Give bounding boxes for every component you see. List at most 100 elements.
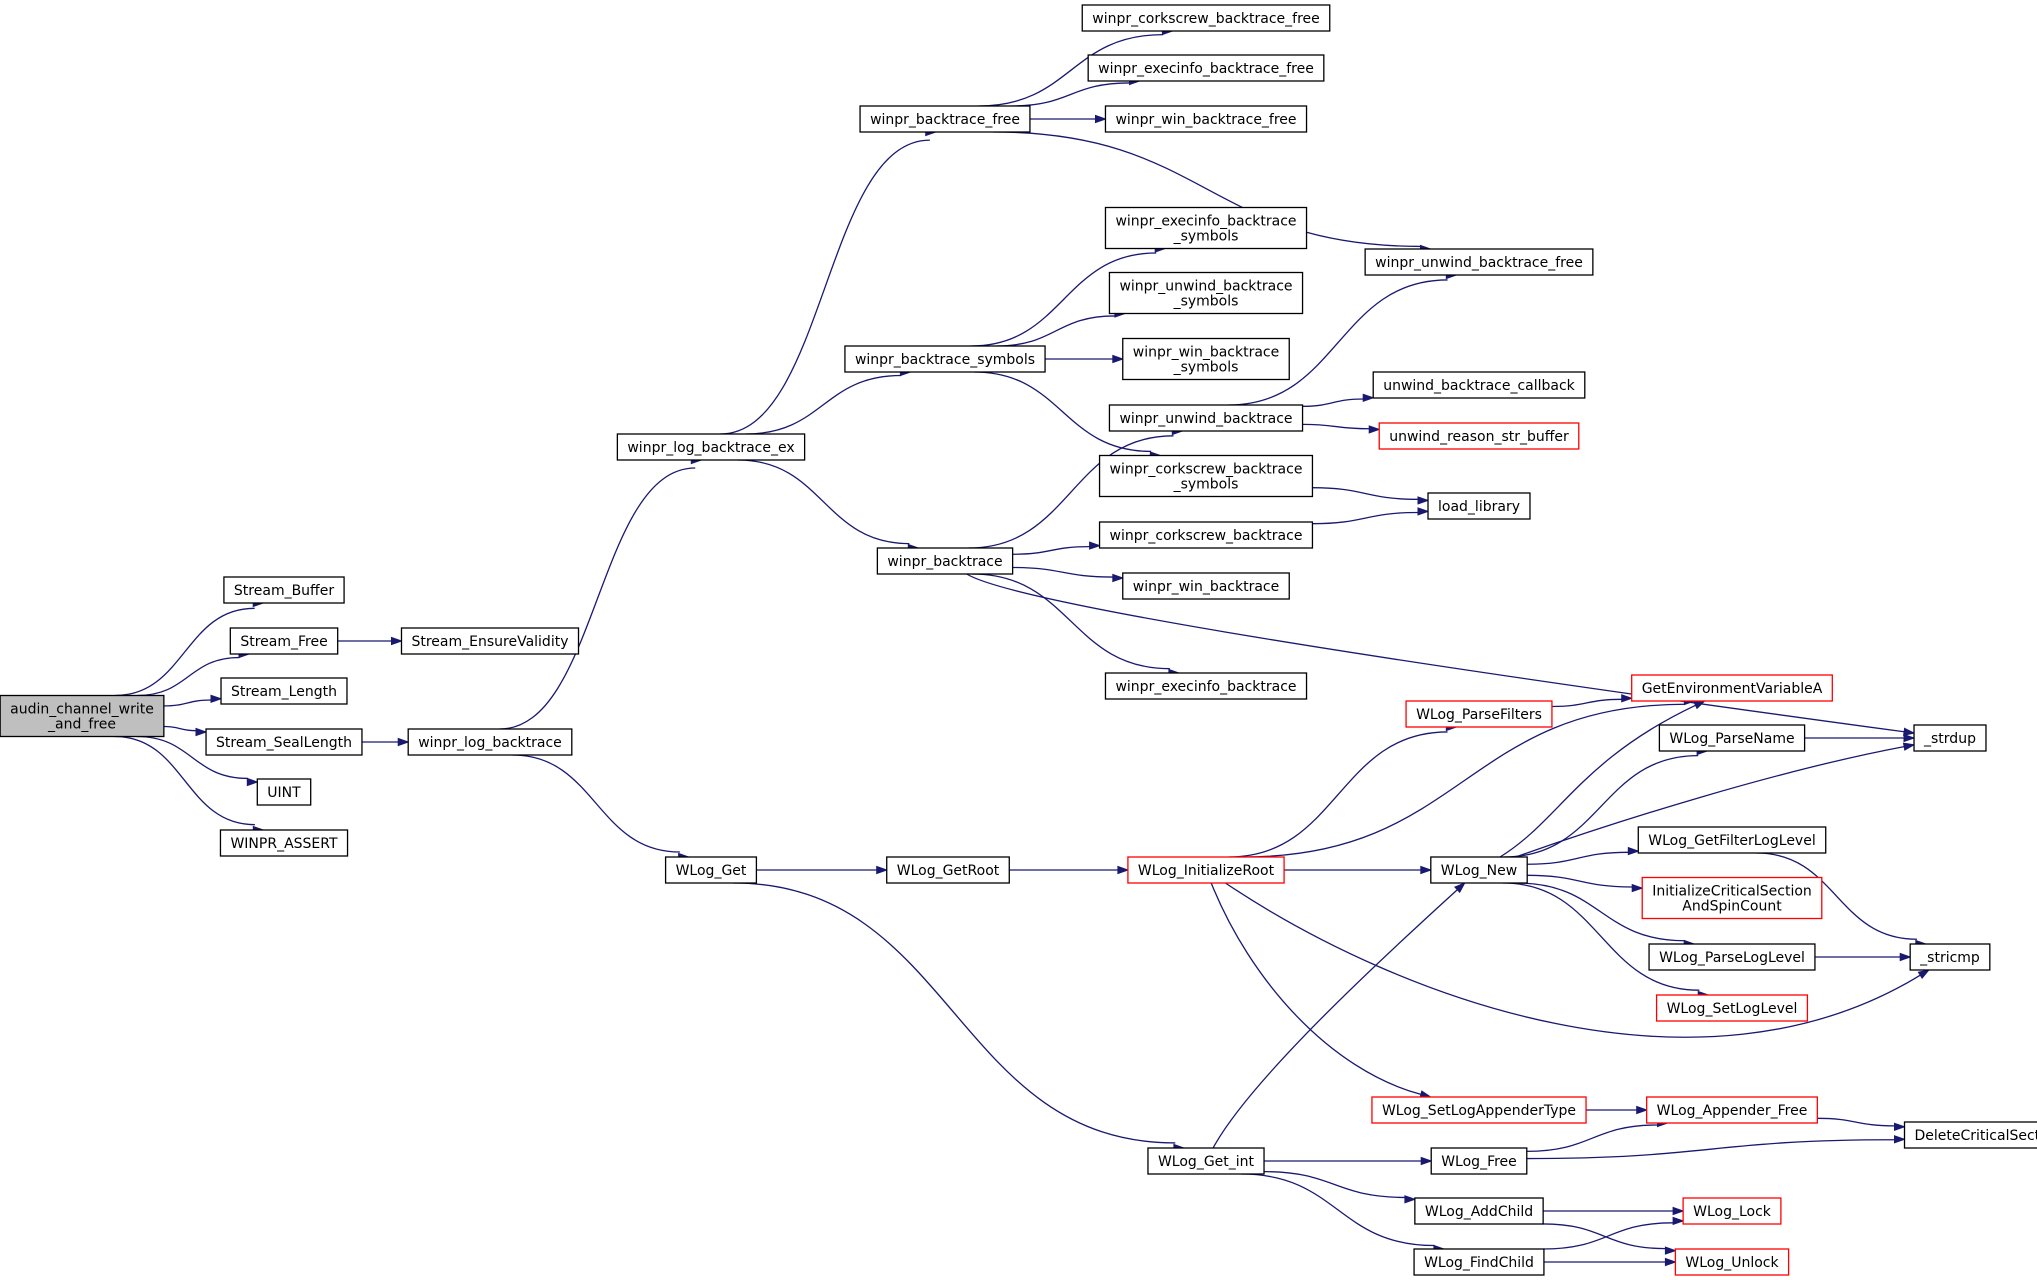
node-label: WLog_Get <box>676 863 747 879</box>
node-getenv[interactable]: GetEnvironmentVariableA <box>1631 674 1833 702</box>
edge-line <box>137 656 240 697</box>
node-label: unwind_backtrace_callback <box>1383 378 1575 394</box>
node-unwind-free[interactable]: winpr_unwind_backtrace_free <box>1364 248 1594 276</box>
node-bt-symbols[interactable]: winpr_backtrace_symbols <box>844 345 1046 373</box>
node-wlog-new[interactable]: WLog_New <box>1430 856 1528 884</box>
node-wlog-findchild[interactable]: WLog_FindChild <box>1413 1248 1545 1276</box>
arrowhead <box>1894 1135 1907 1144</box>
node-wlog-getfilter[interactable]: WLog_GetFilterLogLevel <box>1637 826 1827 854</box>
node-unwind-cb[interactable]: unwind_backtrace_callback <box>1372 371 1586 399</box>
node-label: Stream_Buffer <box>234 583 334 599</box>
node-exec-bt[interactable]: winpr_execinfo_backtrace <box>1104 672 1308 700</box>
node-wlog-setappender[interactable]: WLog_SetLogAppenderType <box>1371 1096 1587 1124</box>
node-label: winpr_execinfo_backtrace_free <box>1098 61 1314 77</box>
edge-line <box>1817 1117 1895 1127</box>
node-cork-bt[interactable]: winpr_corkscrew_backtrace <box>1098 521 1314 549</box>
edge-bt-free-to-exec-free <box>1011 76 1142 107</box>
node-label: Stream_EnsureValidity <box>411 634 568 650</box>
node-wlog-addchild[interactable]: WLog_AddChild <box>1414 1197 1544 1225</box>
node-unwind-reason[interactable]: unwind_reason_str_buffer <box>1378 422 1580 450</box>
node-unwind-sym[interactable]: winpr_unwind_backtrace_symbols <box>1108 271 1304 315</box>
node-wlog-get[interactable]: WLog_Get <box>664 856 758 884</box>
node-stricmp[interactable]: _stricmp <box>1909 943 1991 971</box>
node-label: winpr_backtrace_free <box>870 112 1020 128</box>
node-wlog-initroot[interactable]: WLog_InitializeRoot <box>1127 856 1285 884</box>
node-label: winpr_corkscrew_backtrace <box>1110 528 1303 544</box>
arrowhead <box>1417 496 1430 505</box>
node-uint[interactable]: UINT <box>256 778 312 806</box>
node-log-bt[interactable]: winpr_log_backtrace <box>407 728 573 756</box>
node-winpr-assert[interactable]: WINPR_ASSERT <box>219 829 349 857</box>
node-bt[interactable]: winpr_backtrace <box>876 547 1014 575</box>
edge-line <box>1515 745 1905 858</box>
edge-wlog-addchild-to-wlog-lock <box>1543 1206 1685 1216</box>
node-cork-free[interactable]: winpr_corkscrew_backtrace_free <box>1081 4 1331 32</box>
arrowhead <box>1631 883 1644 893</box>
node-label: _stricmp <box>1919 950 1980 966</box>
node-label: WLog_SetLogLevel <box>1667 1001 1798 1017</box>
arrowhead <box>210 694 223 704</box>
node-box <box>1631 674 1833 702</box>
edge-line <box>972 573 1170 670</box>
node-strdup[interactable]: _strdup <box>1913 724 1987 752</box>
node-label: load_library <box>1438 499 1520 515</box>
node-label: AndSpinCount <box>1682 899 1782 915</box>
node-wlog-parsename[interactable]: WLog_ParseName <box>1658 724 1806 752</box>
arrowhead <box>1903 727 1916 736</box>
node-box <box>1655 994 1809 1022</box>
edge-line <box>1526 1139 1895 1160</box>
edge-line <box>136 735 248 780</box>
node-label: winpr_backtrace_symbols <box>855 352 1035 368</box>
node-cork-sym[interactable]: winpr_corkscrew_backtrace_symbols <box>1098 454 1314 498</box>
edge-line <box>499 467 696 730</box>
node-stream-ensure[interactable]: Stream_EnsureValidity <box>400 627 580 655</box>
node-box <box>1378 422 1580 450</box>
node-win-free[interactable]: winpr_win_backtrace_free <box>1104 105 1308 133</box>
edge-stream-free-to-stream-ensure <box>337 636 404 646</box>
node-win-sym[interactable]: winpr_win_backtrace_symbols <box>1122 337 1290 381</box>
node-label: Stream_Length <box>231 684 337 700</box>
node-bt-free[interactable]: winpr_backtrace_free <box>859 105 1031 133</box>
node-box <box>1903 1121 2037 1149</box>
edge-wlog-new-to-strdup <box>1515 742 1916 858</box>
node-wlog-setloglevel[interactable]: WLog_SetLogLevel <box>1655 994 1809 1022</box>
edge-wlog-new-to-initcs <box>1527 874 1644 893</box>
node-wlog-parseloglevel[interactable]: WLog_ParseLogLevel <box>1648 943 1816 971</box>
edge-line <box>720 139 930 435</box>
edge-wlog-get-to-wlog-get-int <box>733 882 1186 1153</box>
node-wlog-appfree[interactable]: WLog_Appender_Free <box>1646 1096 1818 1124</box>
node-unwind-bt[interactable]: winpr_unwind_backtrace <box>1108 404 1304 432</box>
edge-wlog-initroot-to-wlog-new <box>1284 865 1433 875</box>
node-label: WINPR_ASSERT <box>230 836 338 852</box>
edge-line <box>1526 1124 1658 1153</box>
node-win-bt[interactable]: winpr_win_backtrace <box>1122 572 1290 600</box>
node-exec-free[interactable]: winpr_execinfo_backtrace_free <box>1087 54 1325 82</box>
node-wlog-unlock[interactable]: WLog_Unlock <box>1674 1248 1790 1276</box>
node-box <box>844 345 1046 373</box>
node-box <box>1104 672 1308 700</box>
node-log-bt-ex[interactable]: winpr_log_backtrace_ex <box>616 433 806 461</box>
node-wlog-free[interactable]: WLog_Free <box>1430 1147 1528 1175</box>
node-exec-sym[interactable]: winpr_execinfo_backtrace_symbols <box>1104 206 1308 250</box>
edge-wlog-initroot-to-wlog-setappender <box>1210 882 1433 1099</box>
node-wlog-lock[interactable]: WLog_Lock <box>1682 1197 1782 1225</box>
node-stream-length[interactable]: Stream_Length <box>220 677 348 705</box>
node-wlog-parsefilters[interactable]: WLog_ParseFilters <box>1405 700 1553 728</box>
node-stream-buffer[interactable]: Stream_Buffer <box>223 576 345 604</box>
arrowhead <box>1368 425 1381 434</box>
edge-log-bt-to-wlog-get <box>512 754 691 862</box>
node-root[interactable]: audin_channel_write_and_free <box>0 694 165 738</box>
node-load-library[interactable]: load_library <box>1427 492 1531 520</box>
node-wlog-getroot[interactable]: WLog_GetRoot <box>886 856 1010 884</box>
node-box <box>1098 521 1314 549</box>
node-stream-seal[interactable]: Stream_SealLength <box>205 728 363 756</box>
edge-line <box>737 459 910 545</box>
node-stream-free[interactable]: Stream_Free <box>229 627 339 655</box>
edge-line <box>1210 882 1422 1096</box>
node-box <box>1122 572 1290 600</box>
node-deletecs[interactable]: DeleteCriticalSection <box>1903 1121 2037 1149</box>
node-wlog-get-int[interactable]: WLog_Get_int <box>1147 1147 1265 1175</box>
node-box <box>1648 943 1816 971</box>
